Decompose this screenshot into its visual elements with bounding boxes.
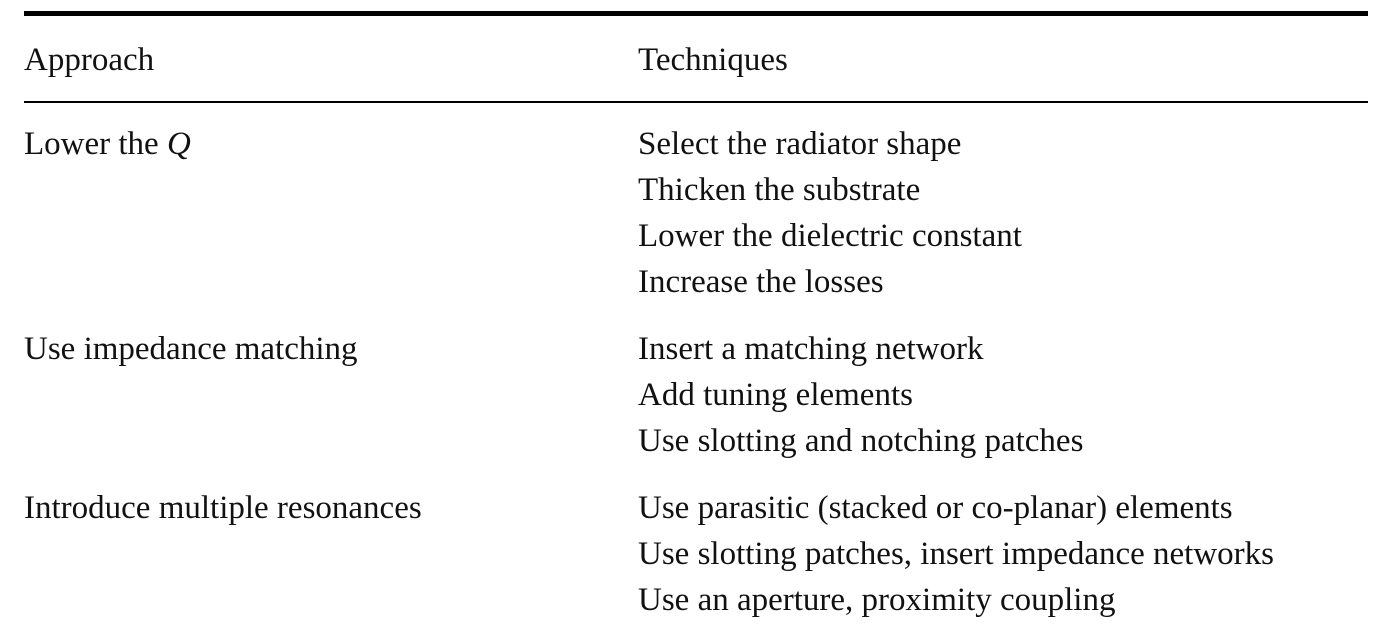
techniques-cell: Select the radiator shape Thicken the su…	[638, 121, 1368, 305]
bandwidth-techniques-table: Approach Techniques Lower the Q Select t…	[24, 11, 1368, 623]
technique-item: Insert a matching network	[638, 331, 984, 367]
q-symbol: Q	[166, 126, 191, 162]
technique-item: Use an aperture, proximity coupling	[638, 582, 1116, 618]
approach-text: Lower the	[24, 126, 167, 162]
technique-item: Add tuning elements	[638, 377, 913, 413]
top-rule	[24, 11, 1368, 16]
technique-item: Thicken the substrate	[638, 172, 921, 208]
approach-text: Introduce multiple resonances	[24, 490, 422, 526]
table-row: Introduce multiple resonances Use parasi…	[24, 485, 1368, 623]
header-techniques: Techniques	[638, 42, 788, 78]
approach-cell: Use impedance matching	[24, 326, 638, 464]
approach-text: Use impedance matching	[24, 331, 358, 367]
technique-item: Increase the losses	[638, 264, 884, 300]
approach-cell: Lower the Q	[24, 121, 638, 305]
technique-item: Use slotting and notching patches	[638, 423, 1084, 459]
technique-item: Use parasitic (stacked or co-planar) ele…	[638, 490, 1233, 526]
techniques-cell: Use parasitic (stacked or co-planar) ele…	[638, 485, 1368, 623]
table-row: Lower the Q Select the radiator shape Th…	[24, 121, 1368, 305]
header-rule	[24, 101, 1368, 103]
technique-item: Lower the dielectric constant	[638, 218, 1022, 254]
techniques-cell: Insert a matching network Add tuning ele…	[638, 326, 1368, 464]
approach-cell: Introduce multiple resonances	[24, 485, 638, 623]
technique-item: Select the radiator shape	[638, 126, 962, 162]
technique-item: Use slotting patches, insert impedance n…	[638, 536, 1275, 572]
header-row: Approach Techniques	[24, 16, 1368, 101]
header-approach: Approach	[24, 42, 155, 78]
table-row: Use impedance matching Insert a matching…	[24, 326, 1368, 464]
